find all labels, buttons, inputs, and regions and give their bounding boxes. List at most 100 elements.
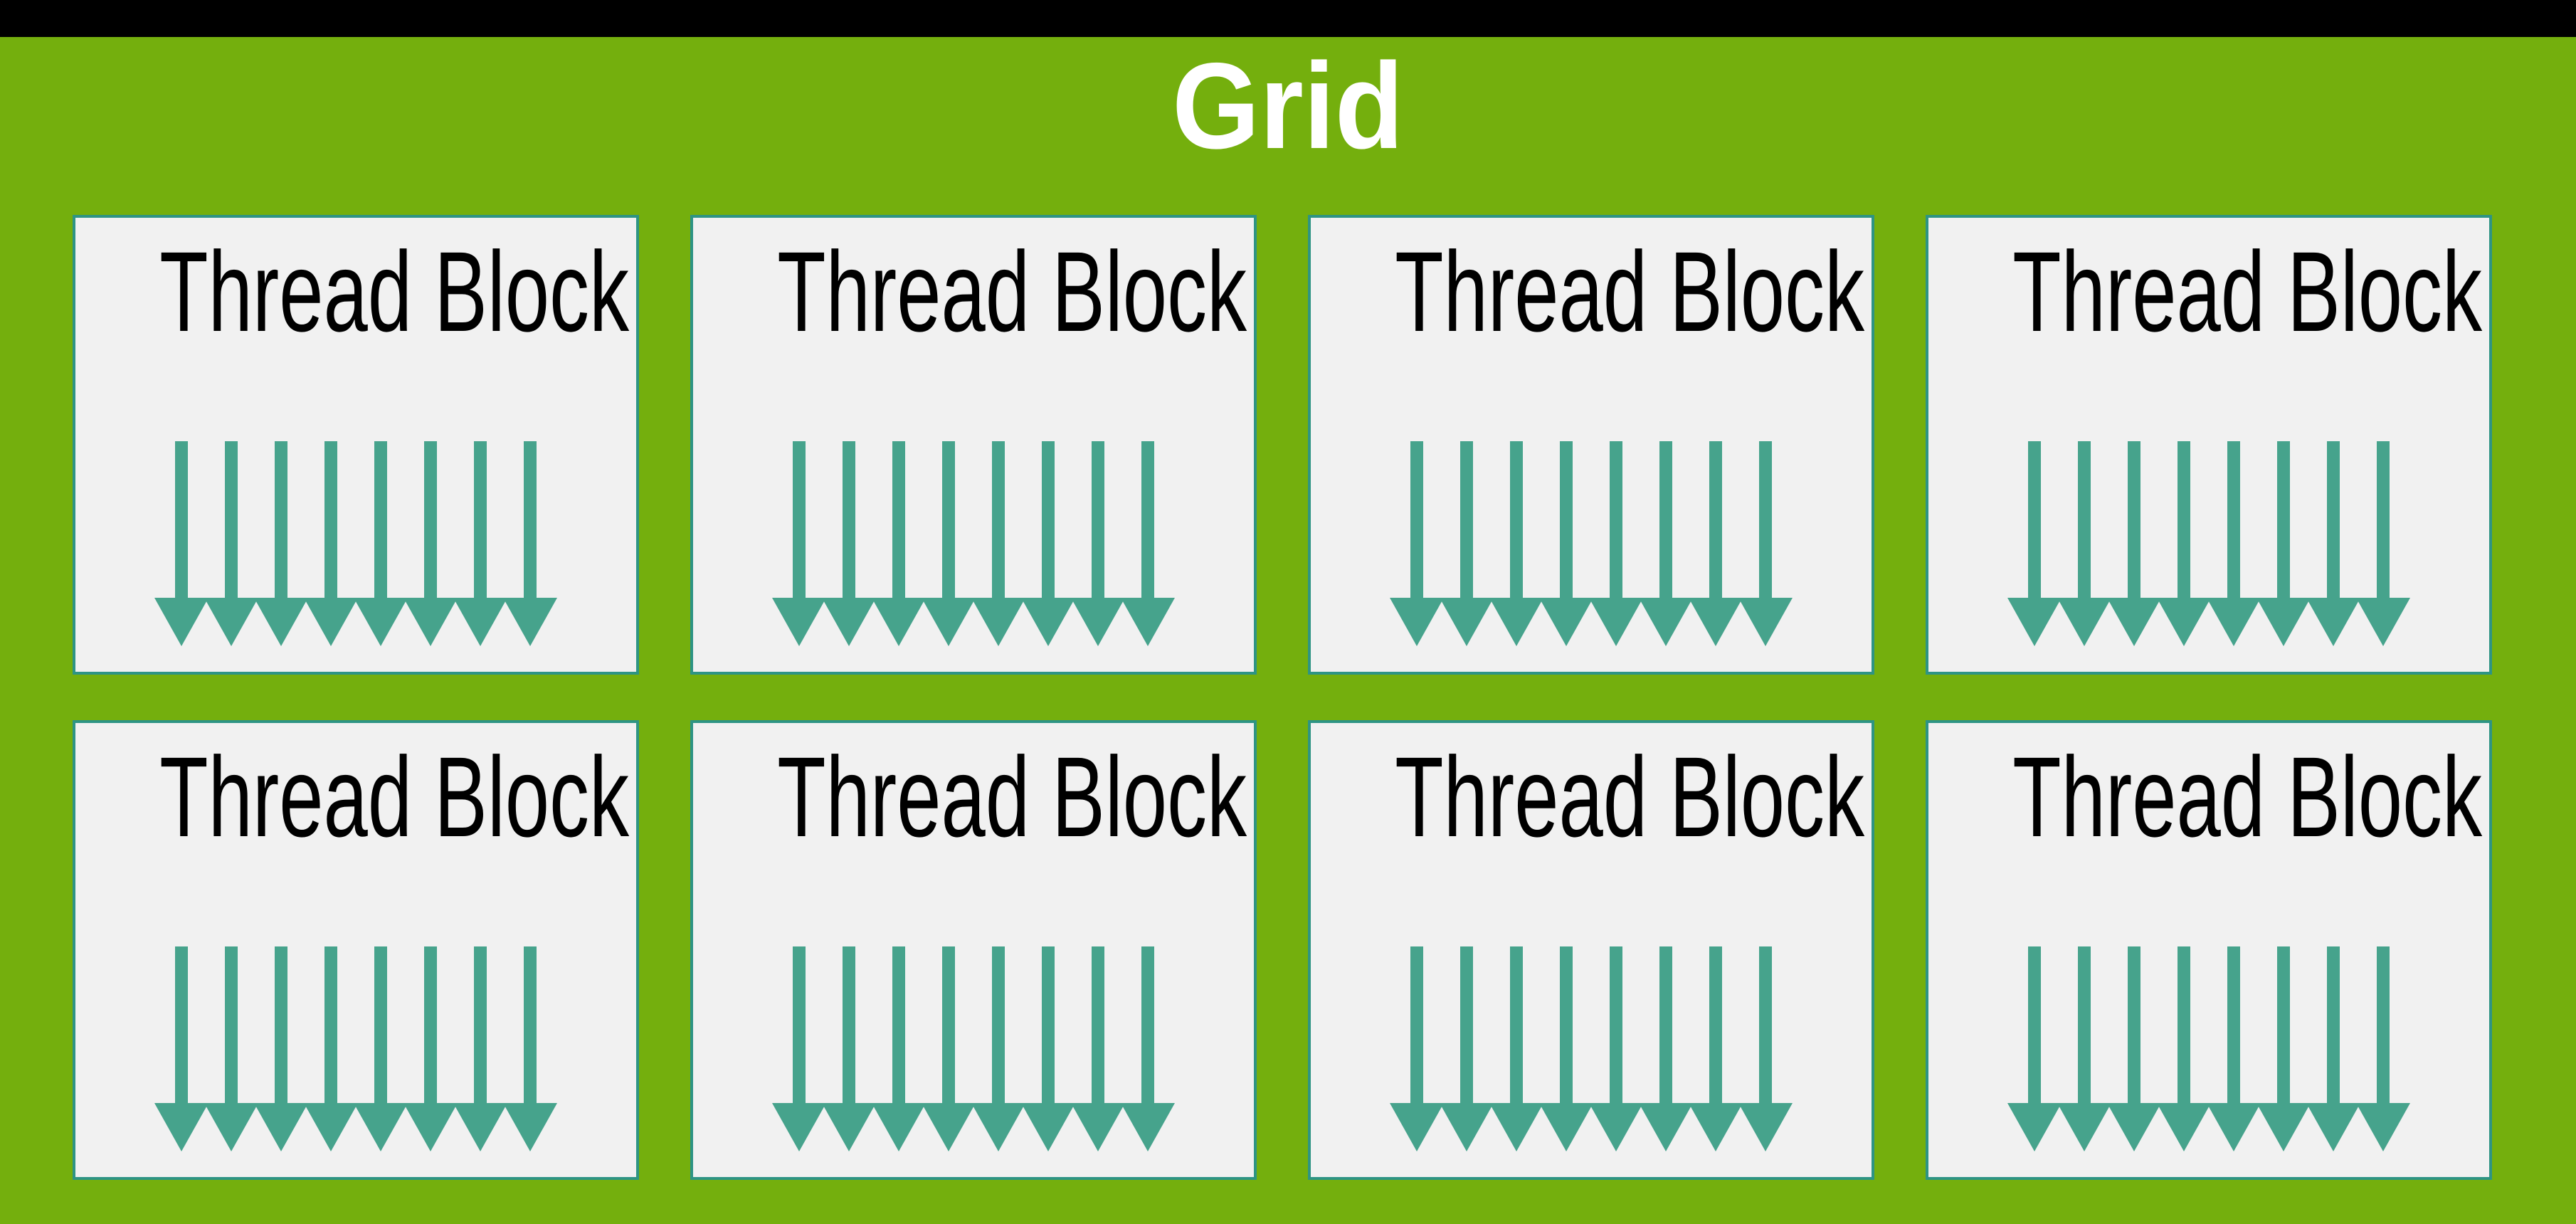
down-arrow-icon xyxy=(2356,946,2410,1151)
down-arrow-icon xyxy=(154,946,208,1151)
down-arrow-icon xyxy=(772,946,826,1151)
down-arrow-icon xyxy=(1689,441,1743,646)
down-arrow-icon xyxy=(1589,441,1643,646)
down-arrow-head xyxy=(1738,598,1793,646)
down-arrow-head xyxy=(204,1103,258,1151)
thread-block-card: Thread Block xyxy=(73,215,639,675)
down-arrow-head xyxy=(304,1103,358,1151)
down-arrow-shaft xyxy=(1042,946,1055,1104)
down-arrow-shaft xyxy=(424,946,437,1104)
down-arrow-head xyxy=(154,1103,208,1151)
down-arrow-head xyxy=(1440,1103,1494,1151)
thread-arrows-group xyxy=(1311,946,1872,1151)
down-arrow-head xyxy=(1121,1103,1175,1151)
down-arrow-shaft xyxy=(374,441,387,598)
down-arrow-shaft xyxy=(1410,441,1423,598)
top-bar xyxy=(0,0,2576,37)
down-arrow-head xyxy=(2107,598,2161,646)
down-arrow-icon xyxy=(971,441,1025,646)
down-arrow-icon xyxy=(1639,946,1693,1151)
down-arrow-icon xyxy=(2207,946,2261,1151)
down-arrow-shaft xyxy=(1610,946,1622,1104)
down-arrow-shaft xyxy=(992,441,1005,598)
thread-block-label: Thread Block xyxy=(777,733,1247,860)
down-arrow-icon xyxy=(822,946,876,1151)
down-arrow-icon xyxy=(2107,946,2161,1151)
grid-title-text: Grid xyxy=(1172,38,1404,174)
down-arrow-shaft xyxy=(474,441,487,598)
down-arrow-head xyxy=(204,598,258,646)
down-arrow-shaft xyxy=(1092,441,1104,598)
down-arrow-shaft xyxy=(1141,946,1154,1104)
down-arrow-icon xyxy=(403,441,458,646)
thread-arrows-group xyxy=(1928,946,2489,1151)
down-arrow-head xyxy=(922,598,976,646)
down-arrow-head xyxy=(2356,1103,2410,1151)
thread-arrows-group xyxy=(75,946,636,1151)
thread-block-card: Thread Block xyxy=(690,215,1257,675)
down-arrow-shaft xyxy=(892,441,905,598)
down-arrow-head xyxy=(1071,1103,1125,1151)
down-arrow-icon xyxy=(2057,441,2111,646)
down-arrow-head xyxy=(403,1103,458,1151)
down-arrow-head xyxy=(2107,1103,2161,1151)
down-arrow-head xyxy=(453,1103,507,1151)
down-arrow-icon xyxy=(403,946,458,1151)
thread-arrows-group xyxy=(693,441,1254,646)
down-arrow-icon xyxy=(1071,441,1125,646)
down-arrow-shaft xyxy=(1560,946,1573,1104)
thread-block-card: Thread Block xyxy=(1926,215,2492,675)
down-arrow-shaft xyxy=(2178,441,2190,598)
down-arrow-head xyxy=(254,1103,308,1151)
down-arrow-head xyxy=(403,598,458,646)
down-arrow-icon xyxy=(2256,946,2311,1151)
thread-block-label: Thread Block xyxy=(2012,228,2483,355)
down-arrow-shaft xyxy=(1460,441,1473,598)
down-arrow-icon xyxy=(1539,441,1593,646)
down-arrow-icon xyxy=(2306,441,2360,646)
down-arrow-head xyxy=(872,598,926,646)
down-arrow-shaft xyxy=(275,946,287,1104)
down-arrow-shaft xyxy=(324,441,337,598)
down-arrow-shaft xyxy=(2128,441,2140,598)
down-arrow-shaft xyxy=(1092,946,1104,1104)
down-arrow-icon xyxy=(503,441,557,646)
down-arrow-shaft xyxy=(2227,946,2240,1104)
down-arrow-icon xyxy=(503,946,557,1151)
thread-block-card: Thread Block xyxy=(1308,720,1874,1180)
down-arrow-shaft xyxy=(2277,441,2290,598)
down-arrow-head xyxy=(2306,1103,2360,1151)
down-arrow-shaft xyxy=(942,946,955,1104)
down-arrow-head xyxy=(2057,1103,2111,1151)
down-arrow-head xyxy=(1121,598,1175,646)
down-arrow-shaft xyxy=(2028,946,2041,1104)
down-arrow-icon xyxy=(354,441,408,646)
down-arrow-head xyxy=(971,598,1025,646)
down-arrow-shaft xyxy=(793,441,806,598)
down-arrow-head xyxy=(1539,1103,1593,1151)
down-arrow-icon xyxy=(2306,946,2360,1151)
down-arrow-head xyxy=(1589,1103,1643,1151)
down-arrow-shaft xyxy=(2078,946,2091,1104)
down-arrow-head xyxy=(1738,1103,1793,1151)
down-arrow-icon xyxy=(1689,946,1743,1151)
thread-block-label: Thread Block xyxy=(159,228,630,355)
down-arrow-icon xyxy=(1390,441,1444,646)
down-arrow-head xyxy=(2207,1103,2261,1151)
down-arrow-head xyxy=(1589,598,1643,646)
down-arrow-icon xyxy=(2007,441,2062,646)
down-arrow-head xyxy=(503,598,557,646)
down-arrow-head xyxy=(2057,598,2111,646)
down-arrow-icon xyxy=(1589,946,1643,1151)
down-arrow-head xyxy=(922,1103,976,1151)
grid-title: Grid xyxy=(0,37,2576,215)
down-arrow-icon xyxy=(822,441,876,646)
down-arrow-icon xyxy=(772,441,826,646)
down-arrow-icon xyxy=(1440,441,1494,646)
down-arrow-shaft xyxy=(942,441,955,598)
down-arrow-head xyxy=(1689,598,1743,646)
down-arrow-shaft xyxy=(2078,441,2091,598)
down-arrow-shaft xyxy=(2028,441,2041,598)
